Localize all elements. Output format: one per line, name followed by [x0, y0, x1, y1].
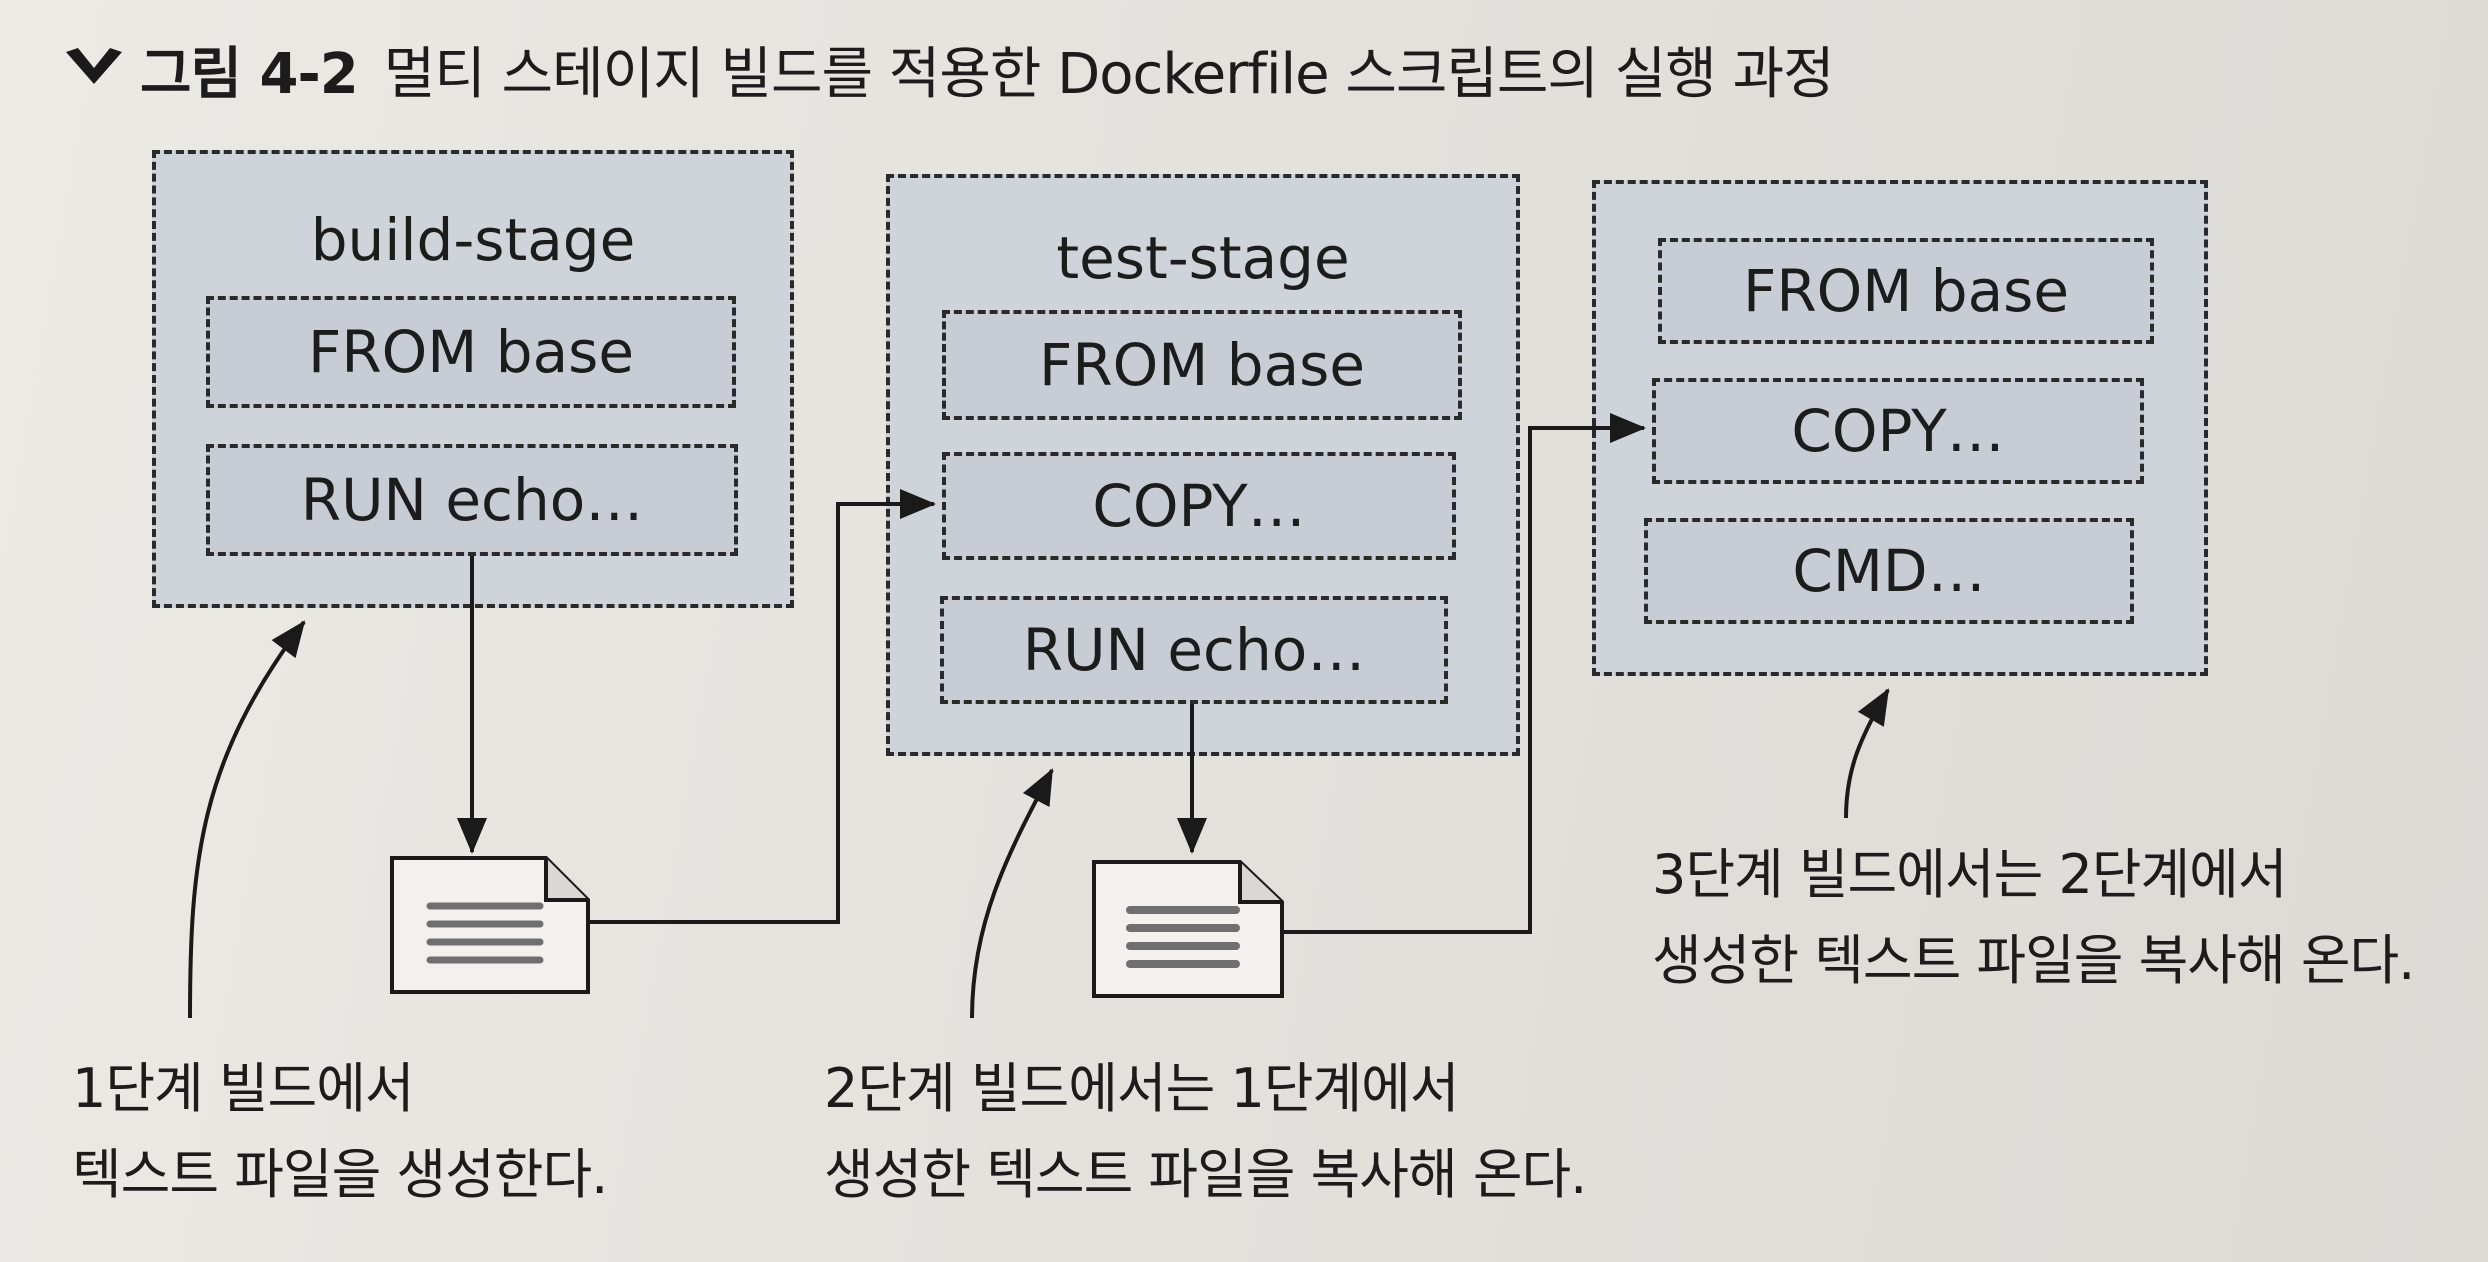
note-line: 2단계 빌드에서는 1단계에서: [824, 1057, 1460, 1120]
chevron-down-icon: [66, 48, 122, 84]
command-copy: COPY…: [942, 452, 1456, 560]
command-from-base: FROM base: [942, 310, 1462, 420]
figure-title: 멀티 스테이지 빌드를 적용한 Dockerfile 스크립트의 실행 과정: [383, 41, 1835, 107]
command-copy: COPY…: [1652, 378, 2144, 484]
note-line: 1단계 빌드에서: [72, 1057, 415, 1120]
document-icon: [1092, 860, 1284, 998]
document-icon: [390, 856, 590, 994]
note-stage1: 1단계 빌드에서 텍스트 파일을 생성한다.: [72, 1046, 608, 1218]
arrow-file1-to-stage2-copy: [588, 489, 936, 924]
command-from-base: FROM base: [206, 296, 736, 408]
command-from-base: FROM base: [1658, 238, 2154, 344]
pointer-note1-to-stage1: [188, 620, 306, 1019]
note-line: 텍스트 파일을 생성한다.: [72, 1143, 608, 1206]
note-stage3: 3단계 빌드에서는 2단계에서 생성한 텍스트 파일을 복사해 온다.: [1652, 832, 2415, 1004]
command-cmd: CMD…: [1644, 518, 2134, 624]
arrow-file2-to-stage3-copy: [1282, 413, 1646, 934]
note-line: 생성한 텍스트 파일을 복사해 온다.: [1652, 929, 2415, 992]
command-run-echo: RUN echo…: [940, 596, 1448, 704]
figure-caption: 그림 4-2 멀티 스테이지 빌드를 적용한 Dockerfile 스크립트의 …: [62, 14, 1835, 124]
note-stage2: 2단계 빌드에서는 1단계에서 생성한 텍스트 파일을 복사해 온다.: [824, 1046, 1587, 1218]
stage-title: test-stage: [1056, 224, 1350, 292]
note-line: 생성한 텍스트 파일을 복사해 온다.: [824, 1143, 1587, 1206]
pointer-note3-to-stage3: [1844, 688, 1890, 819]
stage-title: build-stage: [310, 206, 636, 274]
pointer-note2-to-stage2: [970, 768, 1054, 1019]
note-line: 3단계 빌드에서는 2단계에서: [1652, 843, 2288, 906]
figure-number: 그림 4-2: [140, 41, 359, 107]
command-run-echo: RUN echo…: [206, 444, 738, 556]
